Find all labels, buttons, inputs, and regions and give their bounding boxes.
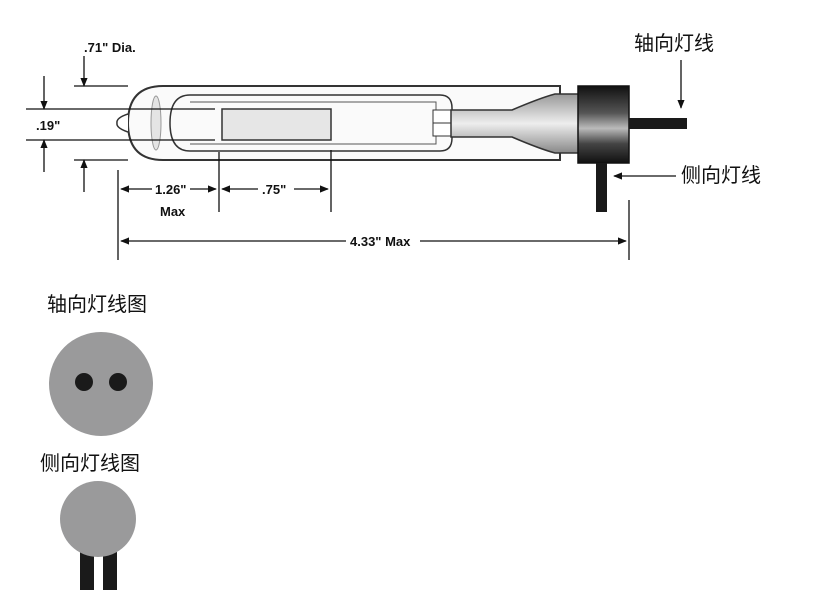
electrode-length-label: .75" bbox=[262, 182, 286, 197]
tip-highlight bbox=[150, 95, 162, 151]
inner-arc-tube bbox=[169, 94, 453, 152]
side-base-circle bbox=[60, 481, 136, 557]
side-lead-label: 侧向灯线 bbox=[681, 163, 761, 187]
tip-to-electrode-label: 1.26" bbox=[155, 182, 186, 197]
side-pin-right bbox=[103, 545, 117, 590]
side-lead-diagram-title: 侧向灯线图 bbox=[40, 451, 140, 475]
axial-lead-label: 轴向灯线 bbox=[634, 31, 714, 55]
side-lead-end-view bbox=[60, 481, 136, 590]
base-cap bbox=[577, 85, 630, 164]
axial-lead-pin bbox=[629, 118, 687, 129]
axial-base-circle bbox=[49, 332, 153, 436]
axial-lead-end-view bbox=[49, 332, 153, 436]
axial-pin-right bbox=[109, 373, 127, 391]
dimension-lines bbox=[26, 56, 685, 260]
envelope-tip bbox=[116, 113, 129, 133]
axial-lead-diagram-title: 轴向灯线图 bbox=[47, 292, 147, 316]
arc-gap-label: .19" bbox=[36, 118, 60, 133]
lamp-drawing bbox=[116, 85, 687, 212]
tip-to-electrode-max-label: Max bbox=[160, 204, 186, 219]
side-lead-pin bbox=[596, 163, 607, 212]
axial-pin-left bbox=[75, 373, 93, 391]
diameter-label: .71" Dia. bbox=[84, 40, 136, 55]
overall-length-label: 4.33" Max bbox=[350, 234, 411, 249]
electrode-block bbox=[221, 108, 332, 141]
